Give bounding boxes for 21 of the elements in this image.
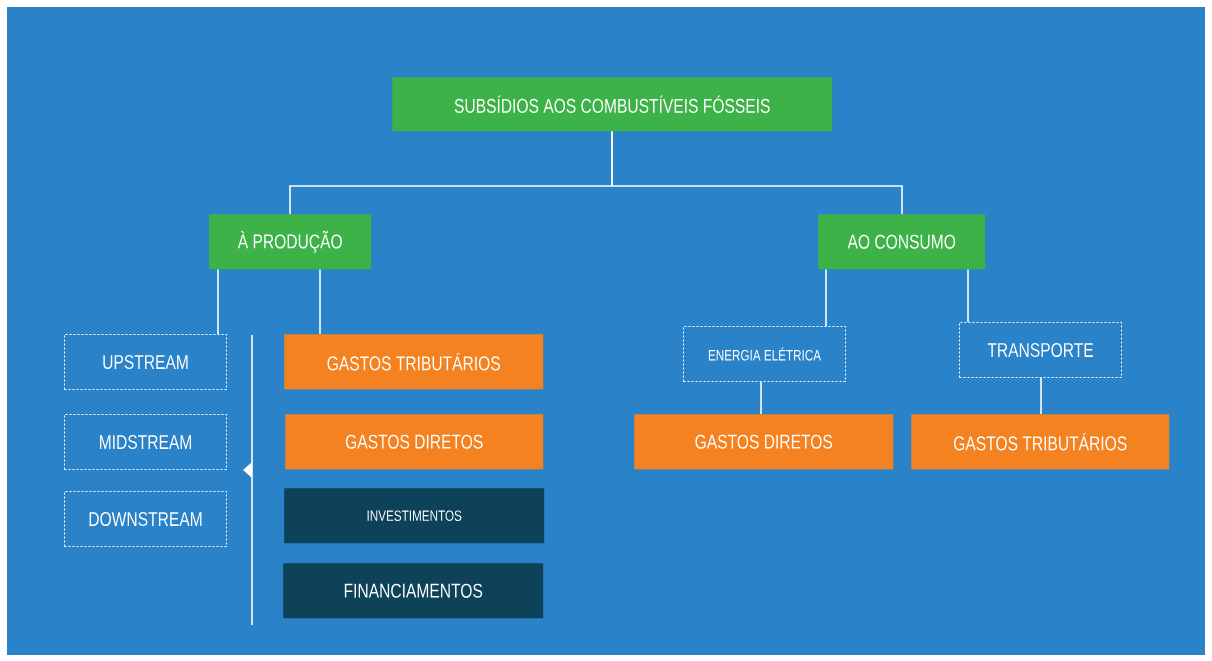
stage-box: UPSTREAM xyxy=(64,334,227,390)
subsidy-box: FINANCIAMENTOS xyxy=(283,563,544,619)
stage-box: DOWNSTREAM xyxy=(64,491,227,547)
subsidy-box: GASTOS TRIBUTÁRIOS xyxy=(911,414,1170,470)
connector-line xyxy=(319,268,321,335)
connector-line xyxy=(217,268,219,335)
subsidy-box: GASTOS DIRETOS xyxy=(634,414,894,470)
connector-line xyxy=(760,381,762,415)
subsidy-box: GASTOS DIRETOS xyxy=(285,414,544,470)
subsidy-box: GASTOS TRIBUTÁRIOS xyxy=(284,334,544,390)
title-box: SUBSÍDIOS AOS COMBUSTÍVEIS FÓSSEIS xyxy=(392,77,833,132)
category-box: À PRODUÇÃO xyxy=(209,214,372,270)
connector-line xyxy=(967,268,969,323)
connector-line xyxy=(1040,377,1042,415)
sector-box: ENERGIA ELÉTRICA xyxy=(683,326,846,382)
sector-box: TRANSPORTE xyxy=(959,322,1122,378)
category-box: AO CONSUMO xyxy=(818,214,986,270)
connector-line xyxy=(825,268,827,327)
subsidy-box: INVESTIMENTOS xyxy=(284,488,545,544)
stage-box: MIDSTREAM xyxy=(64,414,227,470)
connector-line xyxy=(611,130,903,215)
